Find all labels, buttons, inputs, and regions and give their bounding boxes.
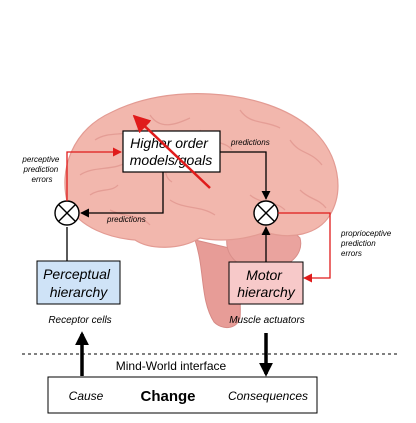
perceptive-errors-label: perceptive prediction errors <box>21 155 61 184</box>
change-box <box>47 376 318 414</box>
predictions-label-mid: predictions <box>106 215 146 224</box>
left-comparator <box>54 200 80 226</box>
muscle-actuators-label: Muscle actuators <box>229 315 305 326</box>
higher-order-label: Higher order models/goals <box>130 135 213 168</box>
perceptual-hierarchy-label: Perceptual hierarchy <box>43 266 114 300</box>
predictions-label-top: predictions <box>230 138 270 147</box>
red-strike-arrow <box>132 114 211 189</box>
cause-label: Cause <box>69 389 104 403</box>
change-label: Change <box>140 388 195 405</box>
proprioceptive-error-arrow <box>278 212 331 283</box>
predictions-arrow-right <box>220 151 271 200</box>
motor-hierarchy-box <box>228 261 304 305</box>
consequences-label: Consequences <box>228 389 308 403</box>
perceptive-error-arrow <box>66 147 122 201</box>
right-comparator <box>253 200 279 226</box>
predictions-arrow-left <box>80 172 164 218</box>
motor-hierarchy-label: Motor hierarchy <box>237 267 296 300</box>
receptor-cells-label: Receptor cells <box>48 315 111 326</box>
perceptual-hierarchy-box <box>36 260 121 305</box>
proprioceptive-errors-label: proprioceptive prediction errors <box>340 229 393 258</box>
interface-label: Mind-World interface <box>116 359 227 373</box>
